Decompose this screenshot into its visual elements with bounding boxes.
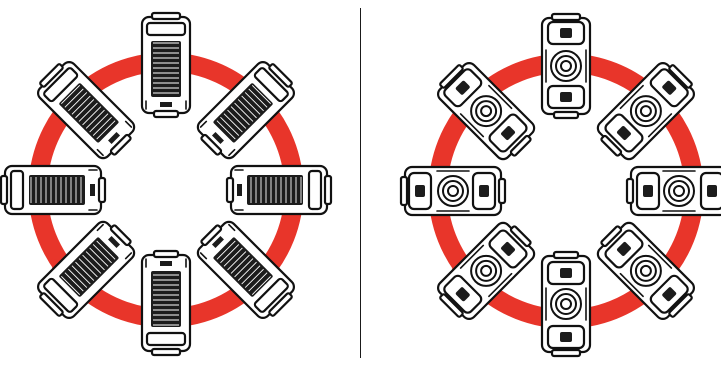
projector-0deg-icon bbox=[625, 165, 721, 217]
left-panel bbox=[0, 11, 333, 357]
panel-divider bbox=[360, 8, 361, 358]
projector-90deg-icon bbox=[140, 11, 192, 119]
projector-0deg-icon bbox=[225, 164, 333, 216]
projector-270deg-icon bbox=[540, 250, 592, 358]
projector-90deg-icon bbox=[540, 12, 592, 120]
projector-270deg-icon bbox=[140, 249, 192, 357]
right-panel bbox=[399, 12, 721, 358]
projector-180deg-icon bbox=[399, 165, 507, 217]
projector-180deg-icon bbox=[0, 164, 107, 216]
